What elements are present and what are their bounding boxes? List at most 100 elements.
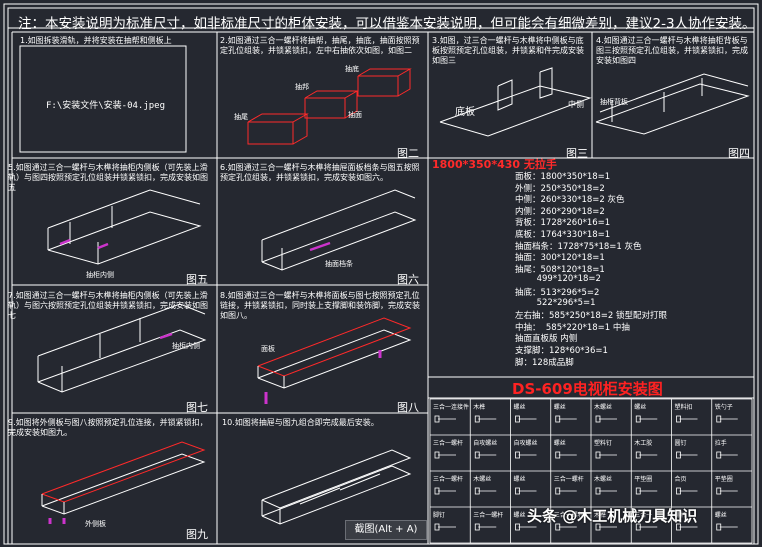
part-label: 螺丝 [513, 404, 526, 411]
label-outer-side: 外侧板 [85, 520, 106, 528]
hardware-icon [595, 415, 617, 423]
hardware-icon [716, 415, 738, 423]
drawing-stroke [599, 73, 749, 113]
label-drawer-back: 抽尾 [234, 113, 248, 121]
figure-9-label: 图九 [186, 528, 208, 541]
spec-line: 中抽： 585*220*18=1 中抽 [515, 322, 630, 333]
spec-line: 左右抽：585*250*18=2 锁型配对打眼 [515, 311, 667, 322]
label-front-strip: 抽面档条 [325, 260, 353, 268]
part-label: 自攻螺丝 [513, 440, 538, 447]
part-label: 木工胶 [634, 440, 653, 447]
step-2-text: 2.如图通过三合一螺杆将抽帮，抽尾，抽底，抽面按照预定孔位组装，并锁紧锁扣，左中… [220, 36, 420, 55]
drawing-stroke [344, 91, 358, 119]
part-label: 三合一螺杆 [553, 476, 584, 483]
part-label: 木螺丝 [594, 476, 613, 483]
hardware-icon [555, 487, 577, 495]
part-label: 三合一 [634, 512, 653, 519]
hardware-icon [434, 451, 456, 459]
spec-line: 内侧：260*290*18=2 [515, 206, 605, 217]
hardware-icon [716, 523, 738, 531]
page-title: 注：本安装说明为标准尺寸，如非标准尺寸的柜体安装，可以借鉴本安装说明，但可能会有… [18, 16, 756, 32]
figure-3-label: 图三 [566, 147, 588, 160]
drawing-stroke [357, 75, 399, 97]
spec-line: 抽面直板版 内侧 [515, 334, 578, 345]
part-label: 塑料钉 [594, 440, 613, 447]
hardware-icon [676, 487, 698, 495]
drawing-stroke [439, 85, 592, 137]
diagram-title: DS-609电视柜安装图 [512, 380, 663, 398]
hardware-icon [676, 415, 698, 423]
drawing-stroke [257, 329, 412, 389]
hardware-icon [434, 415, 456, 423]
spec-line: 脚：128成品脚 [515, 357, 574, 368]
hardware-icon [716, 451, 738, 459]
part-label: 铁勺子 [714, 404, 733, 411]
step-8-text: 8.如图通过三合一螺杆与木榫将面板与图七按照预定孔位链接，并锁紧锁扣，同时装上支… [220, 291, 420, 320]
hardware-icon [635, 523, 658, 531]
spec-line: 抽面档条：1728*75*18=1 灰色 [515, 241, 642, 252]
spec-line: 中侧：260*330*18=2 灰色 [515, 195, 625, 206]
spec-line: 522*296*5=1 [515, 297, 596, 308]
part-label: 三合一螺杆 [473, 512, 504, 519]
part-label: 平垫圈 [634, 476, 653, 483]
part-label: 螺丝 [553, 404, 566, 411]
drawing-stroke [257, 317, 412, 377]
part-label: 三合一连接件 [433, 404, 470, 411]
drawing-stroke [539, 67, 553, 99]
figure-7-label: 图七 [186, 401, 208, 414]
drawing-stroke [304, 90, 359, 99]
part-label: 木螺丝 [473, 476, 492, 483]
drawing-stroke [261, 449, 412, 509]
hardware-icon [515, 451, 537, 459]
step-7-text: 7.如图通过三合一螺杆与木榫将抽柜内侧板（可先装上滑轨）与图六按照预定孔位组装并… [8, 291, 208, 320]
label-drawer-front: 抽面 [348, 111, 362, 119]
label-base-board: 底板 [455, 107, 475, 118]
hardware-icon [515, 487, 537, 495]
spec-line: 抽尾：508*120*18=1 [515, 264, 605, 275]
figure-4-label: 图四 [728, 147, 750, 160]
image-placeholder-path: F:\安装文件\安装-04.jpeg [46, 101, 166, 111]
spec-header: 1800*350*430 无拉手 [432, 158, 557, 171]
hardware-icon [676, 451, 698, 459]
hardware-icon [595, 523, 617, 531]
part-label: 三合一螺杆 [433, 440, 464, 447]
drawing-stroke [97, 242, 109, 250]
drawing-stroke [261, 189, 416, 241]
part-label: 螺丝 [553, 440, 566, 447]
drawing-stroke [261, 211, 417, 271]
part-label: 螺丝 [634, 404, 647, 411]
drawing-stroke [159, 332, 173, 340]
drawing-stroke [339, 473, 381, 491]
drawing-stroke [304, 97, 346, 119]
part-label: 平垫圈 [714, 476, 733, 483]
hardware-icon [434, 523, 456, 531]
hardware-icon [676, 523, 698, 531]
hardware-icon [635, 451, 658, 459]
hardware-icon [635, 487, 658, 495]
hardware-icon [474, 415, 497, 423]
label-back-board: 抽柜背板 [600, 98, 628, 106]
watermark: 头条 @木工机械刀具知识 [527, 507, 698, 525]
spec-line: 抽面：300*120*18=1 [515, 253, 605, 264]
hardware-icon [555, 415, 577, 423]
part-label: 木榫 [594, 512, 607, 519]
figure-8-label: 图八 [397, 401, 419, 414]
drawing-stroke [299, 487, 341, 505]
hardware-icon [515, 523, 537, 531]
step-9-text: 9.如图将外侧板与图八按照预定孔位连接，并锁紧锁扣，完成安装如图九。 [8, 418, 208, 437]
spec-line: 支撑脚：128*60*36=1 [515, 346, 608, 356]
screenshot-tooltip: 截图(Alt + A) [345, 520, 427, 540]
step-10-text: 10.如图将抽屉与图九组合即完成最后安装。 [222, 418, 379, 427]
drawing-stroke [397, 69, 411, 97]
part-label: 脚钉 [433, 512, 446, 519]
spec-line: 背板：1728*260*16=1 [515, 218, 611, 229]
spec-line: 底板：1764*330*18=1 [515, 230, 611, 240]
drawing-stroke [247, 113, 309, 123]
step-5-text: 5.如图通过三合一螺杆与木榫将抽柜内侧板（可先装上滑轨）与图四按照预定孔位组装并… [8, 163, 208, 192]
label-middle-side: 中侧 [568, 100, 584, 109]
hardware-icon [474, 451, 497, 459]
spec-line: 499*120*18=2 [515, 274, 601, 285]
part-label: 木螺丝 [594, 404, 613, 411]
hardware-icon [716, 487, 738, 495]
